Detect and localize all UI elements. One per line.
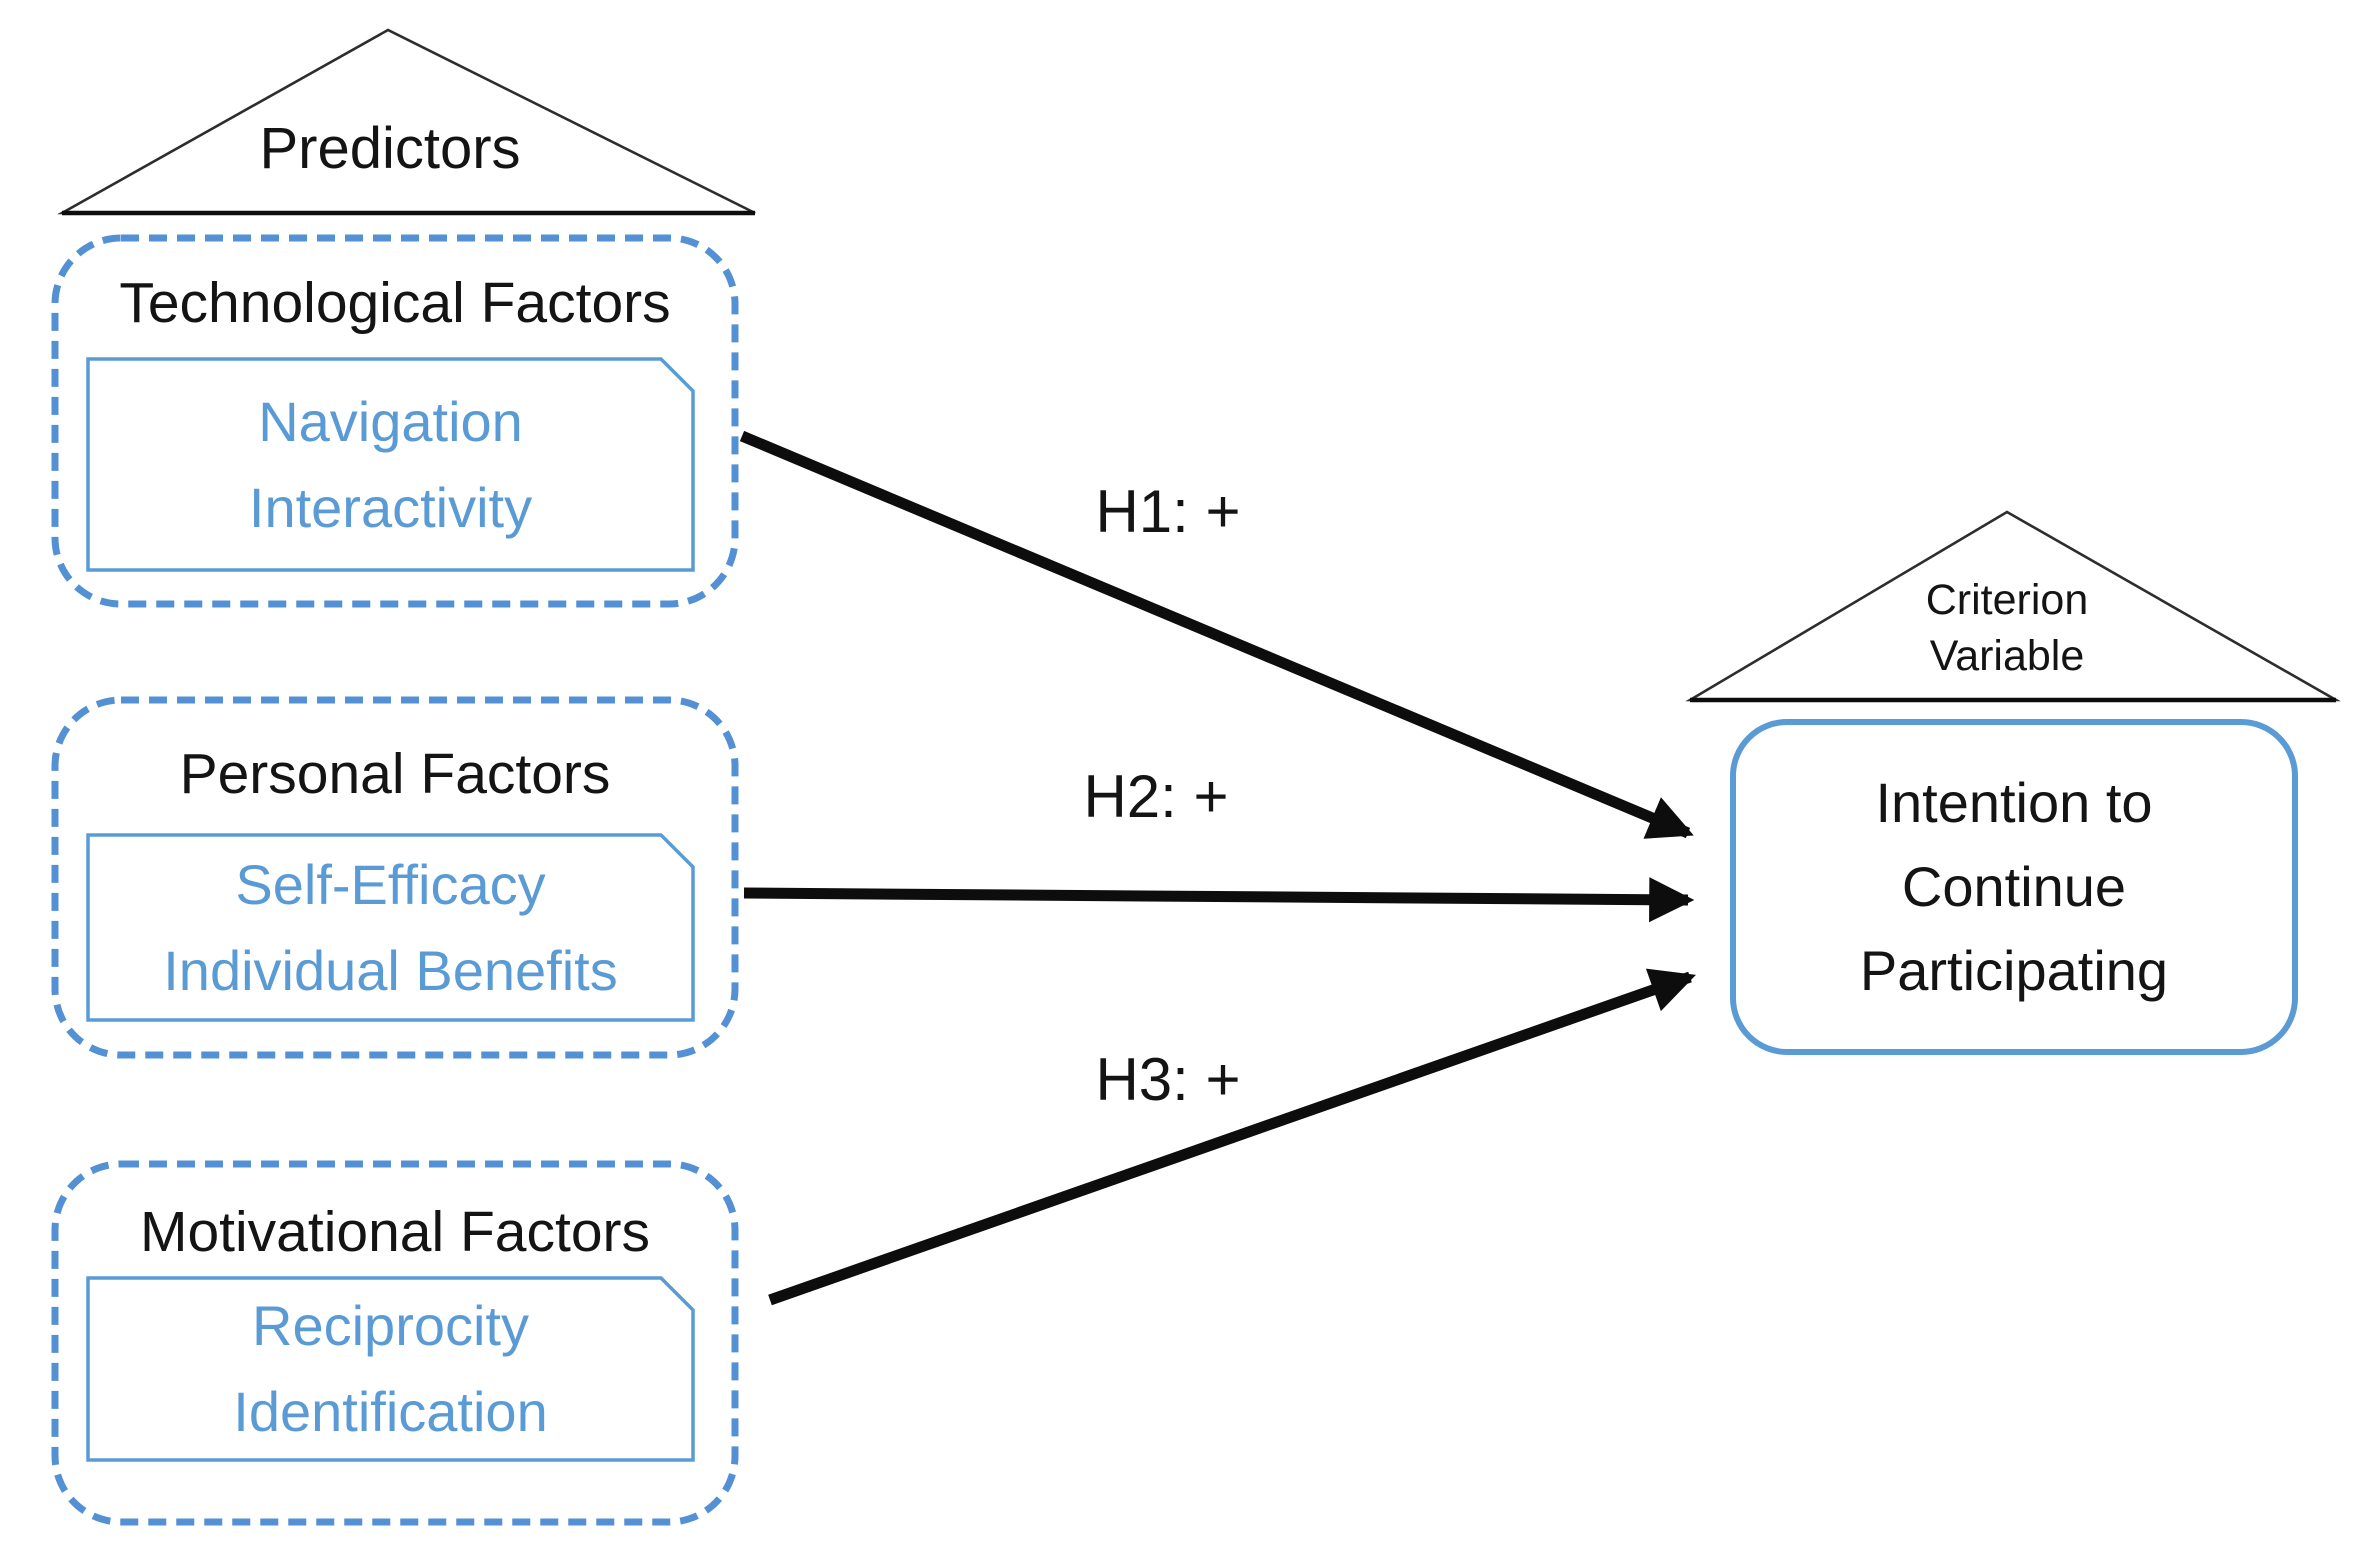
self-efficacy-benefits-box-border — [86, 833, 695, 1022]
intention-line3: Participating — [1859, 939, 2169, 1002]
variable-individual-benefits: Individual Benefits — [163, 938, 618, 1002]
personal-factors-title: Personal Factors — [179, 742, 611, 806]
h3-arrow — [768, 968, 1696, 1306]
motivational-variables: Reciprocity Identification — [88, 1278, 693, 1460]
motivational-factors-title: Motivational Factors — [139, 1200, 651, 1264]
h1-label: H1: + — [1095, 478, 1241, 545]
navigation-interactivity-box-border — [86, 357, 695, 572]
h3-label: H3: + — [1095, 1046, 1241, 1113]
technological-variables: Navigation Interactivity — [88, 359, 693, 570]
variable-identification: Identification — [233, 1380, 548, 1443]
personal-variables: Self-Efficacy Individual Benefits — [88, 835, 693, 1020]
intention-box-border — [1730, 719, 2298, 1055]
intention-line1: Intention to — [1875, 771, 2153, 834]
variable-interactivity: Interactivity — [248, 475, 533, 539]
intention-box-label: Intention to Continue Participating — [1733, 722, 2295, 1052]
h2-label: H2: + — [1083, 763, 1229, 830]
intention-line2: Continue — [1901, 855, 2127, 918]
reciprocity-identification-box-border — [86, 1276, 695, 1462]
criterion-triangle-label-line1: Criterion — [1925, 576, 2089, 624]
criterion-triangle-label-line2: Variable — [1929, 632, 2085, 680]
h1-arrow — [739, 430, 1694, 839]
motivational-factors-box-border — [51, 1160, 739, 1526]
personal-factors-box-border — [51, 696, 739, 1059]
variable-navigation: Navigation — [258, 389, 523, 453]
variable-reciprocity: Reciprocity — [252, 1294, 529, 1357]
variable-self-efficacy: Self-Efficacy — [235, 852, 546, 916]
h2-arrow — [743, 877, 1695, 923]
predictors-triangle-label: Predictors — [259, 116, 521, 181]
criterion-triangle-label: Criterion Variable — [1712, 572, 2302, 684]
technological-factors-box-border — [51, 234, 739, 608]
technological-factors-title: Technological Factors — [119, 271, 671, 335]
